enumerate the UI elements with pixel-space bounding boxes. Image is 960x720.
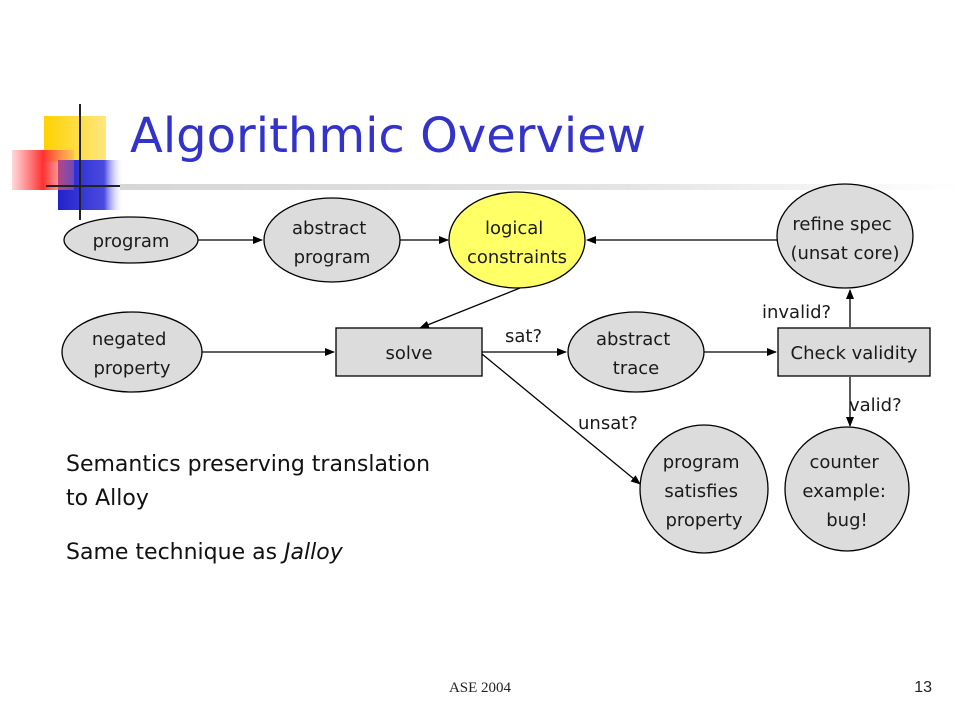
node-refine-spec: refine spec (unsat core)	[776, 183, 914, 289]
svg-text:abstract program: abstract program	[292, 218, 372, 268]
svg-text:negated property: negated property	[92, 329, 172, 379]
node-label: solve	[385, 343, 432, 364]
node-label: counter	[810, 452, 880, 473]
node-label: property	[665, 510, 742, 531]
svg-text:refine spec (unsat core): refine spec (unsat core)	[790, 214, 899, 264]
edge-label-valid: valid?	[849, 395, 902, 416]
slide-title: Algorithmic Overview	[130, 108, 647, 164]
body-line-3-emphasis: Jalloy	[284, 540, 343, 565]
node-label: abstract	[596, 329, 670, 350]
edge-label-invalid: invalid?	[762, 302, 831, 323]
node-label: abstract	[292, 218, 366, 239]
edge-label-sat: sat?	[505, 326, 542, 347]
footer-page-number: 13	[914, 679, 932, 696]
node-label: negated	[92, 329, 167, 350]
node-label: example:	[802, 481, 886, 502]
node-abstract-trace: abstract trace	[567, 311, 705, 393]
node-label: program	[663, 452, 740, 473]
svg-text:Check validity: Check validity	[791, 343, 918, 364]
title-underline	[120, 184, 960, 190]
node-negated-property: negated property	[61, 311, 203, 393]
node-label: Check validity	[791, 343, 918, 364]
body-line-3-prefix: Same technique as	[66, 540, 285, 565]
node-logical-constraints: logical constraints	[448, 191, 586, 289]
svg-text:logical constraints: logical constraints	[467, 218, 567, 268]
body-line-3: Same technique as Jalloy	[66, 540, 343, 565]
edge-label-unsat: unsat?	[578, 413, 638, 434]
node-program: program	[63, 216, 199, 264]
node-label: refine spec	[792, 214, 891, 235]
node-label: satisfies	[664, 481, 738, 502]
body-line-1: Semantics preserving translation	[66, 452, 431, 477]
node-label: program	[93, 231, 170, 252]
edge-logical-constraints-to-solve	[419, 287, 521, 329]
node-label: trace	[613, 358, 659, 379]
node-counter-example: counter example: bug!	[784, 426, 910, 552]
node-check-validity: Check validity	[777, 327, 931, 377]
node-label: (unsat core)	[790, 243, 899, 264]
node-label: program	[294, 247, 371, 268]
node-label: logical	[485, 218, 543, 239]
node-label: constraints	[467, 247, 567, 268]
svg-text:program satisfies: program satisfies property	[663, 452, 746, 531]
edge-solve-to-program-satisfies	[481, 353, 641, 485]
node-label: property	[93, 358, 170, 379]
node-label: bug!	[826, 510, 867, 531]
corner-logo	[12, 104, 140, 220]
svg-text:counter example: b: counter example: bug!	[802, 452, 891, 531]
logo-red-block	[12, 150, 74, 190]
node-solve: solve	[335, 327, 483, 377]
node-abstract-program: abstract program	[263, 197, 401, 283]
svg-text:abstract trace: abstract trace	[596, 329, 676, 379]
svg-text:solve: solve	[385, 343, 432, 364]
footer-conference: ASE 2004	[448, 680, 512, 696]
svg-text:program: program	[93, 231, 170, 252]
node-program-satisfies-property: program satisfies property	[639, 424, 769, 554]
body-line-2: to Alloy	[66, 486, 149, 511]
